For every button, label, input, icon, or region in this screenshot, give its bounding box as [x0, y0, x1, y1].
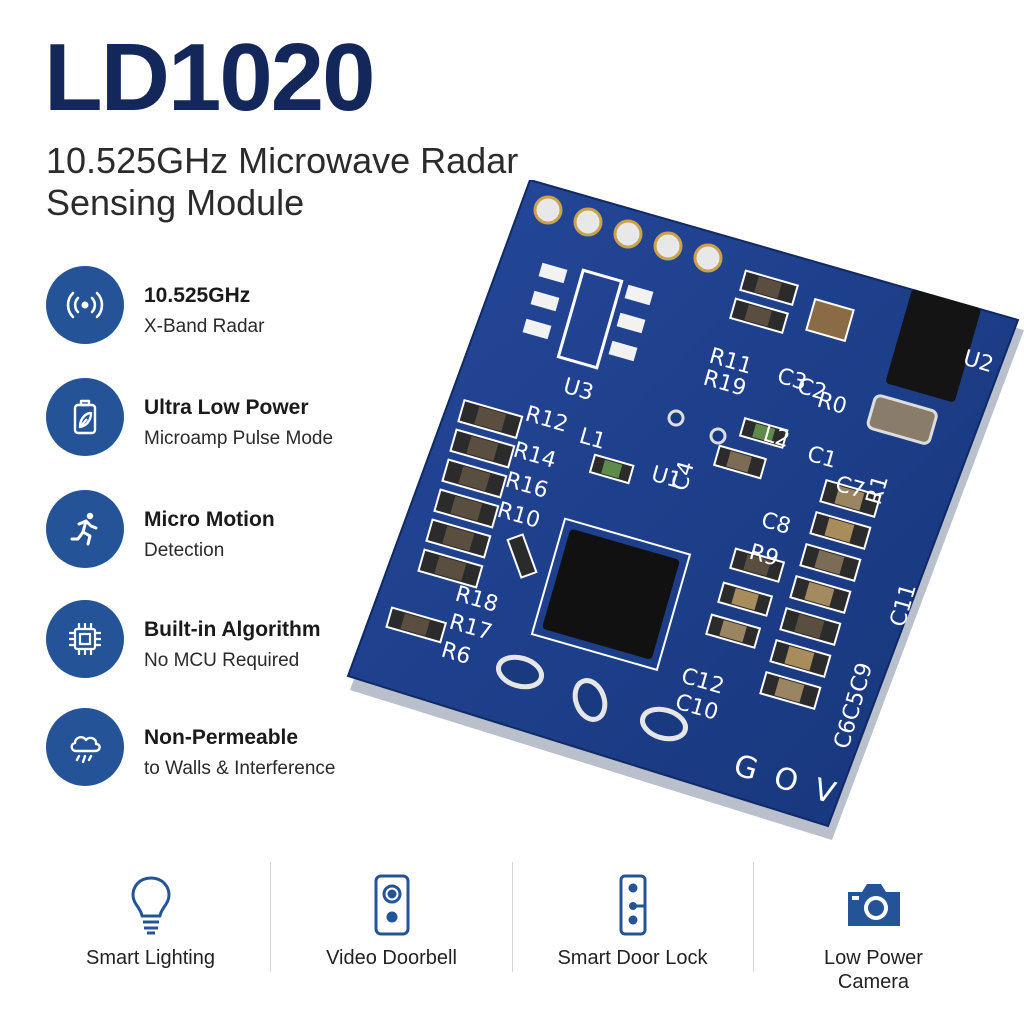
u1-chip — [542, 529, 680, 660]
doorbell-icon — [374, 874, 409, 936]
application-label: Video Doorbell — [326, 947, 457, 969]
application-smart-lighting: Smart Lighting — [30, 858, 271, 998]
subtitle-line-1: 10.525GHz Microwave Radar — [46, 140, 519, 181]
application-label: Smart Door Lock — [557, 947, 708, 969]
radar-module-board: U3 U1 U2 L1 L2 R12 R14 R16 R10 R18 R17 R… — [340, 178, 1024, 840]
application-video-doorbell: Video Doorbell — [271, 858, 512, 998]
application-label: Low Power Camera — [824, 947, 923, 993]
feature-subtitle: Microamp Pulse Mode — [144, 428, 334, 449]
light-bulb-icon — [131, 876, 170, 935]
application-smart-door-lock: Smart Door Lock — [512, 858, 753, 998]
pin-pad — [653, 231, 683, 261]
cloud-rain-icon — [46, 708, 124, 786]
pin-pad — [613, 219, 643, 249]
u2-component — [886, 289, 981, 402]
pin-pad — [693, 243, 723, 273]
feature-item-micro-motion: Micro Motion Detection — [46, 490, 426, 570]
subtitle-line-2: Sensing Module — [46, 182, 305, 224]
battery-leaf-icon — [46, 378, 124, 456]
feature-title: Built-in Algorithm — [144, 618, 321, 641]
radar-signal-icon — [46, 266, 124, 344]
door-lock-icon — [619, 874, 646, 936]
running-person-icon — [46, 490, 124, 568]
divider — [270, 862, 271, 972]
product-title: LD1020 — [44, 24, 376, 131]
divider — [753, 862, 754, 972]
applications-row: Smart Lighting Video Doorbell Smart Door… — [30, 858, 994, 998]
feature-subtitle: No MCU Required — [144, 650, 300, 671]
pcb-illustration: U3 U1 U2 L1 L2 R12 R14 R16 R10 R18 R17 R… — [346, 178, 1024, 840]
pin-pad — [573, 207, 603, 237]
feature-title: Non-Permeable — [144, 726, 299, 749]
feature-item-low-power: Ultra Low Power Microamp Pulse Mode — [46, 378, 426, 458]
product-subtitle: 10.525GHz Microwave Radar Sensing Module — [46, 140, 518, 225]
feature-item-non-permeable: Non-Permeable to Walls & Interference — [46, 708, 426, 788]
feature-subtitle: X-Band Radar — [144, 316, 265, 337]
divider — [512, 862, 513, 972]
feature-subtitle: Detection — [144, 540, 225, 561]
right-capacitor-array — [705, 478, 882, 711]
feature-subtitle: to Walls & Interference — [144, 758, 336, 779]
feature-item-xband: 10.525GHz X-Band Radar — [46, 266, 426, 346]
feature-title: Ultra Low Power — [144, 396, 309, 419]
pin-pad — [533, 195, 563, 225]
left-resistor-array — [385, 398, 524, 644]
chip-icon — [46, 600, 124, 678]
feature-title: 10.525GHz — [144, 284, 251, 307]
camera-icon — [847, 884, 900, 926]
feature-item-algorithm: Built-in Algorithm No MCU Required — [46, 600, 426, 680]
application-label: Smart Lighting — [86, 947, 215, 969]
application-low-power-camera: Low Power Camera — [753, 858, 994, 998]
feature-title: Micro Motion — [144, 508, 275, 531]
